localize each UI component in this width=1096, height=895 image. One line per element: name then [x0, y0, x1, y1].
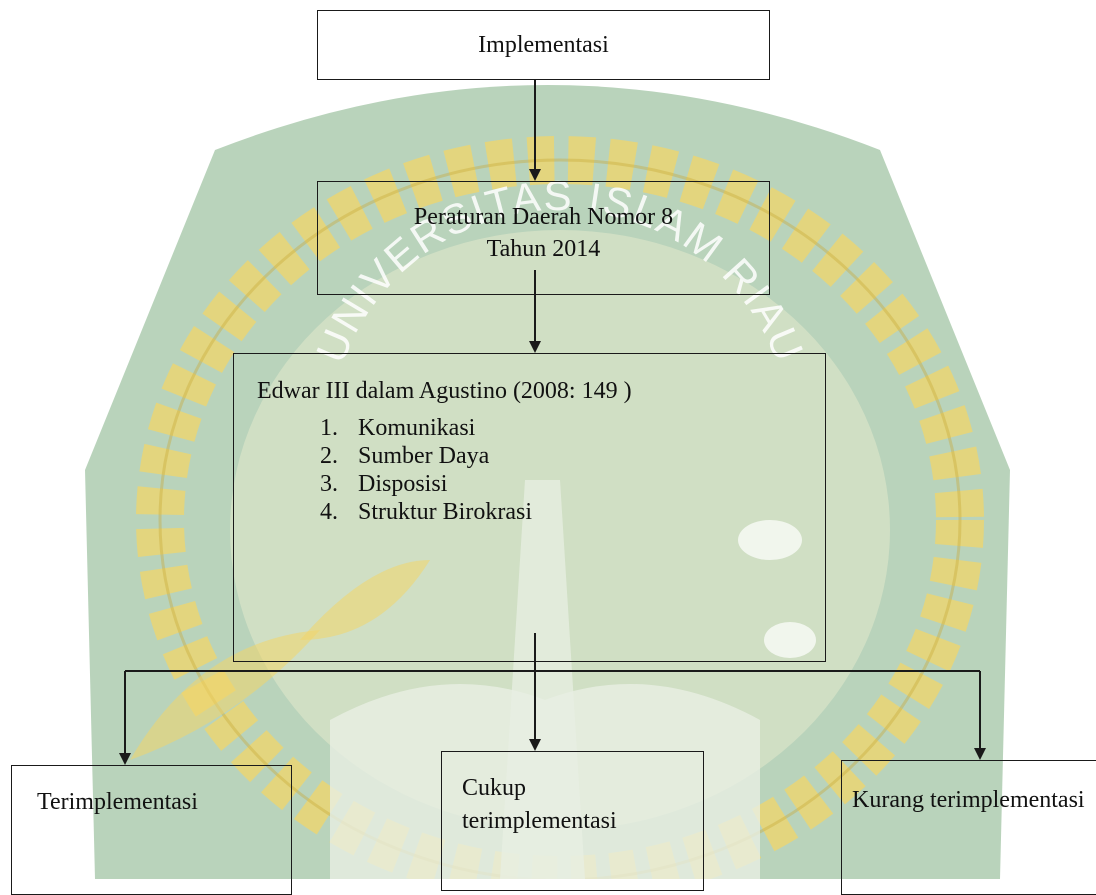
- theory-item-struktur-birokrasi: Struktur Birokrasi: [344, 498, 825, 526]
- theory-item-disposisi: Disposisi: [344, 470, 825, 498]
- node-outcome-terimplementasi: Terimplementasi: [11, 765, 292, 895]
- node-peraturan-daerah-line-2: Tahun 2014: [486, 236, 601, 262]
- rope-ring: [136, 136, 984, 879]
- theory-item-sumber-daya: Sumber Daya: [344, 442, 825, 470]
- node-peraturan-daerah: Peraturan Daerah Nomor 8 Tahun 2014: [317, 181, 770, 295]
- node-implementasi-label: Implementasi: [478, 32, 609, 58]
- node-outcome-kurang: Kurang terimplementasi: [841, 760, 1096, 895]
- node-outcome-cukup: Cukup terimplementasi: [441, 751, 704, 891]
- node-outcome-cukup-label: Cukup terimplementasi: [462, 775, 617, 834]
- theory-item-komunikasi: Komunikasi: [344, 414, 825, 442]
- node-theory-heading: Edwar III dalam Agustino (2008: 149 ): [257, 378, 632, 404]
- node-peraturan-daerah-text: Peraturan Daerah Nomor 8 Tahun 2014: [318, 182, 769, 265]
- node-outcome-kurang-label: Kurang terimplementasi: [852, 787, 1085, 813]
- node-implementasi: Implementasi: [317, 10, 770, 80]
- node-peraturan-daerah-line-1: Peraturan Daerah Nomor 8: [413, 204, 674, 230]
- tower-shape: [500, 480, 585, 879]
- node-outcome-terimplementasi-label: Terimplementasi: [37, 789, 198, 815]
- theory-item-list: Komunikasi Sumber Daya Disposisi Struktu…: [234, 414, 825, 526]
- node-theory: Edwar III dalam Agustino (2008: 149 ) Ko…: [233, 353, 826, 662]
